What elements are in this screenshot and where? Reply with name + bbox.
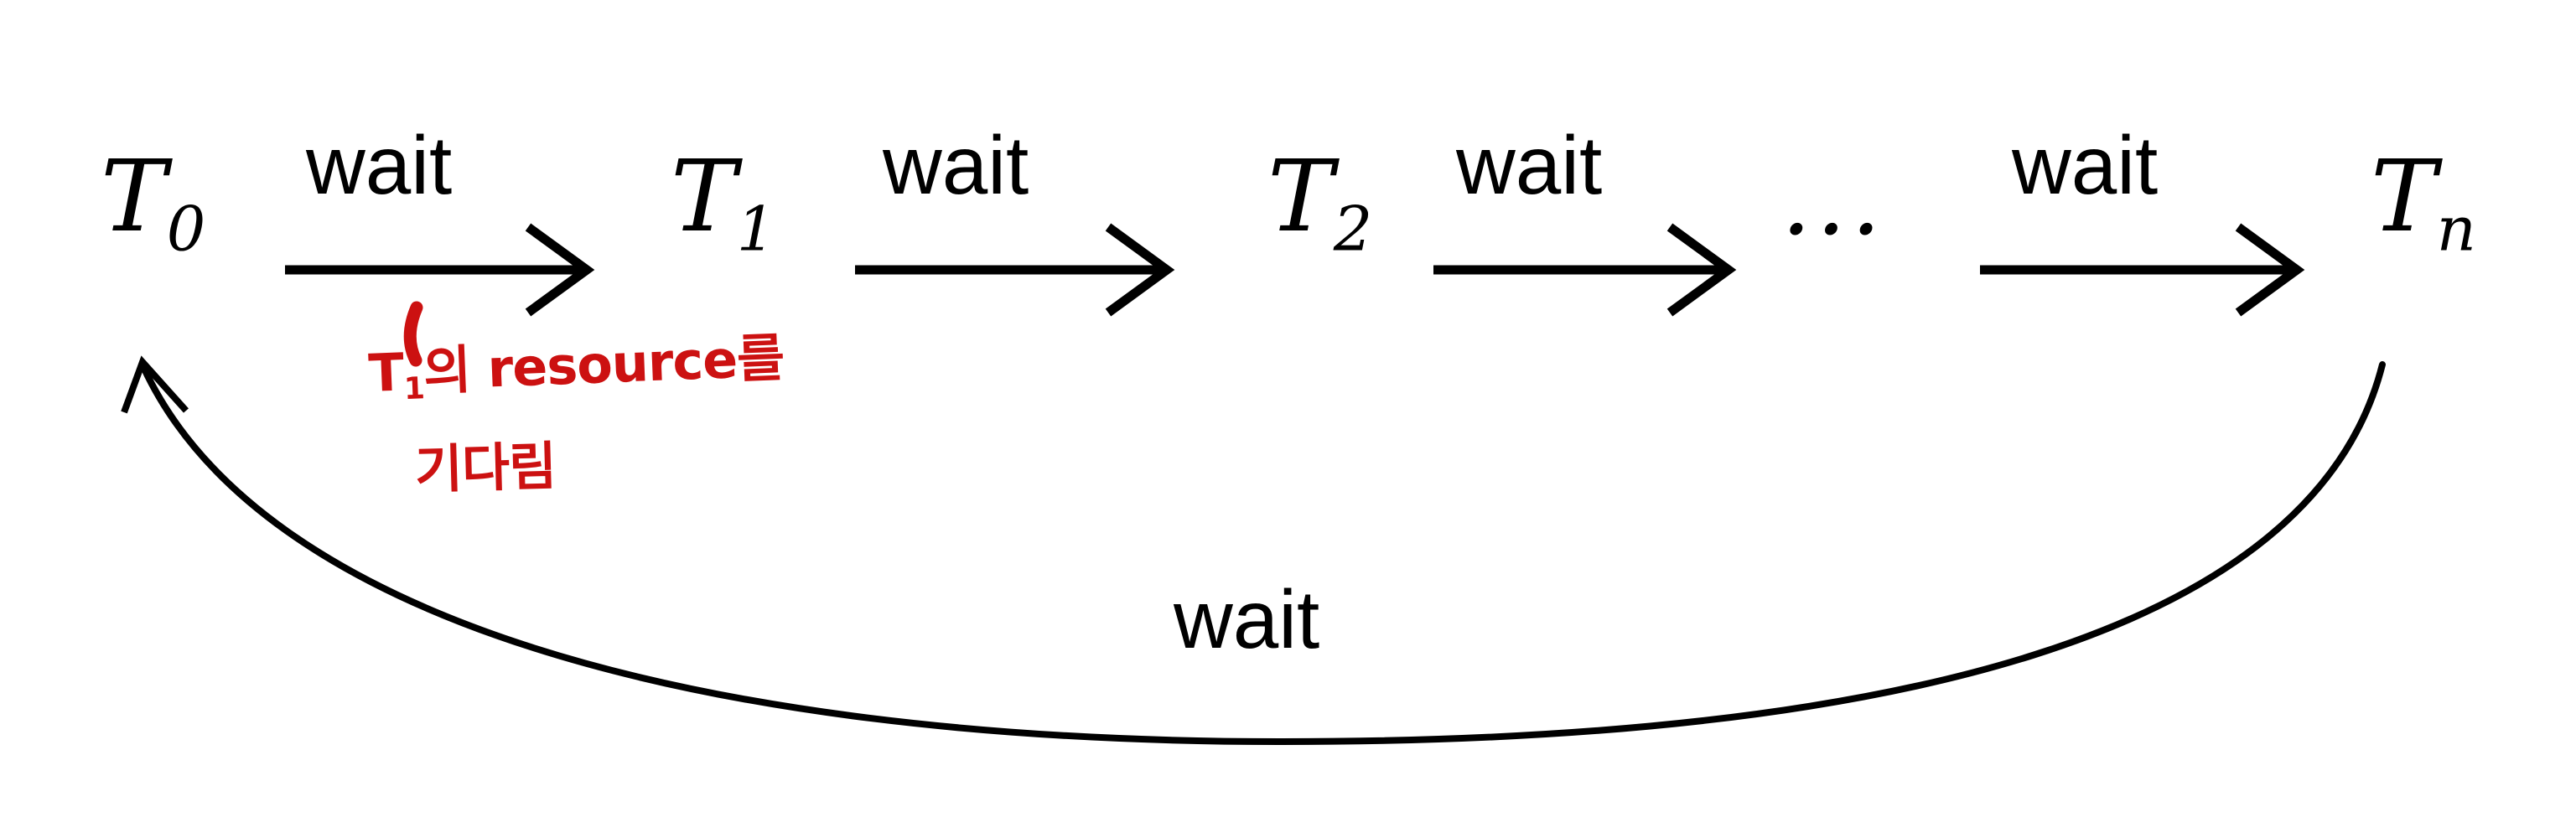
- edge-label-wait-2: wait: [883, 119, 1029, 211]
- node-t1: T1: [671, 147, 775, 261]
- node-tn-base: T: [2371, 138, 2437, 254]
- node-t1-subscript: 1: [736, 194, 776, 266]
- node-tn-subscript: n: [2436, 194, 2476, 266]
- edge-arrow-t0-t1: [285, 223, 595, 317]
- node-ellipsis: ...: [1781, 147, 1886, 256]
- node-tn: Tn: [2371, 147, 2476, 261]
- node-t0-subscript: 0: [166, 194, 206, 266]
- node-t2: T2: [1267, 147, 1372, 261]
- annotation-tick-mark: [403, 301, 423, 367]
- node-t0: T0: [101, 147, 205, 261]
- edge-label-wait-3: wait: [1456, 119, 1603, 211]
- edge-label-wait-4: wait: [2012, 119, 2159, 211]
- edge-arrow-ellipsis-tn: [1980, 223, 2305, 317]
- node-t1-base: T: [671, 138, 737, 254]
- annotation-line1-suffix: 의 resource를: [422, 327, 785, 402]
- annotation-t-subscript: 1: [403, 371, 425, 407]
- node-t0-base: T: [101, 138, 167, 254]
- back-edge-arrow-tn-t0: [121, 355, 2386, 746]
- node-t2-base: T: [1267, 138, 1334, 254]
- node-t2-subscript: 2: [1333, 194, 1373, 266]
- edge-arrow-t1-t2: [855, 223, 1175, 317]
- back-edge-label-wait: wait: [1174, 573, 1320, 665]
- annotation-t-base: T: [367, 341, 405, 404]
- edge-arrow-t2-ellipsis: [1433, 223, 1737, 317]
- edge-label-wait-1: wait: [306, 119, 453, 211]
- annotation-text-line-2: 기다림: [414, 435, 557, 500]
